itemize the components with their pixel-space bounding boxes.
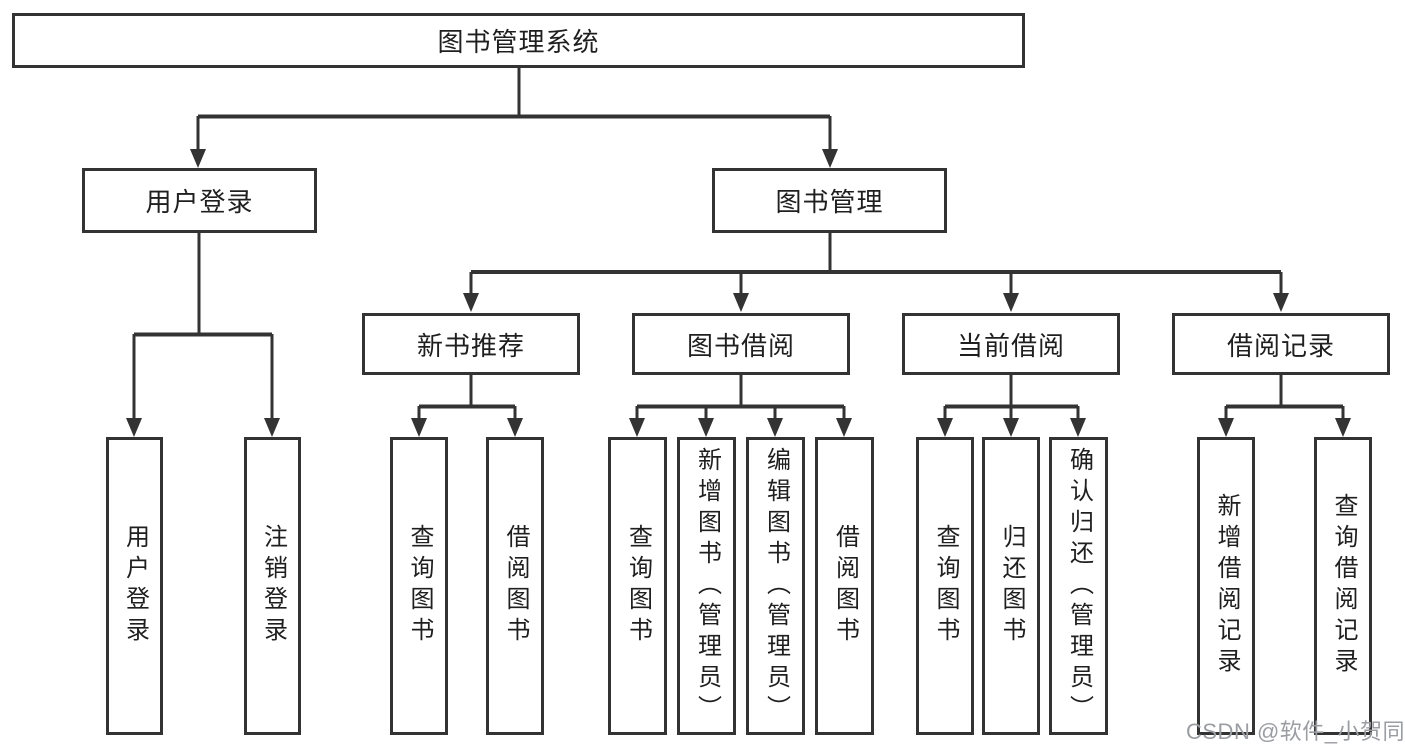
leaf-current-query-books: 查询图书 <box>916 437 974 735</box>
borrowing-records-leaf-connectors <box>1218 374 1351 437</box>
node-book-management: 图书管理 <box>712 168 947 233</box>
book-management-branch-connectors <box>463 231 1289 312</box>
csdn-watermark: CSDN @软件_小贺同学 <box>1186 719 1405 744</box>
leaf-current-confirm-return-admin: 确认归还（管理员） <box>1049 437 1108 735</box>
leaf-records-query-record: 查询借阅记录 <box>1314 437 1372 735</box>
leaf-logout: 注销登录 <box>244 437 301 735</box>
current-borrowing-leaf-connectors <box>937 374 1086 437</box>
leaf-records-add-record: 新增借阅记录 <box>1197 437 1255 735</box>
leaf-borrowing-edit-books-admin: 编辑图书（管理员） <box>746 437 805 735</box>
node-new-book-recommendation: 新书推荐 <box>362 313 580 375</box>
root-to-level2-connectors <box>190 66 838 168</box>
new-book-recommendation-leaf-connectors <box>411 374 523 437</box>
leaf-borrowing-add-books-admin: 新增图书（管理员） <box>677 437 736 735</box>
leaf-user-login: 用户登录 <box>106 437 163 735</box>
node-library-management-system: 图书管理系统 <box>12 13 1025 68</box>
leaf-current-return-books: 归还图书 <box>982 437 1040 735</box>
node-user-login: 用户登录 <box>82 168 317 233</box>
node-book-borrowing: 图书借阅 <box>632 313 850 375</box>
leaf-borrowing-borrow-books: 借阅图书 <box>815 437 874 735</box>
user-login-branch-connectors <box>126 231 280 437</box>
leaf-recommend-borrow-books: 借阅图书 <box>486 437 544 735</box>
book-borrowing-leaf-connectors <box>629 374 852 437</box>
node-borrowing-records: 借阅记录 <box>1172 313 1390 375</box>
leaf-recommend-query-books: 查询图书 <box>390 437 448 735</box>
node-current-borrowing: 当前借阅 <box>902 313 1120 375</box>
leaf-borrowing-query-books: 查询图书 <box>608 437 667 735</box>
